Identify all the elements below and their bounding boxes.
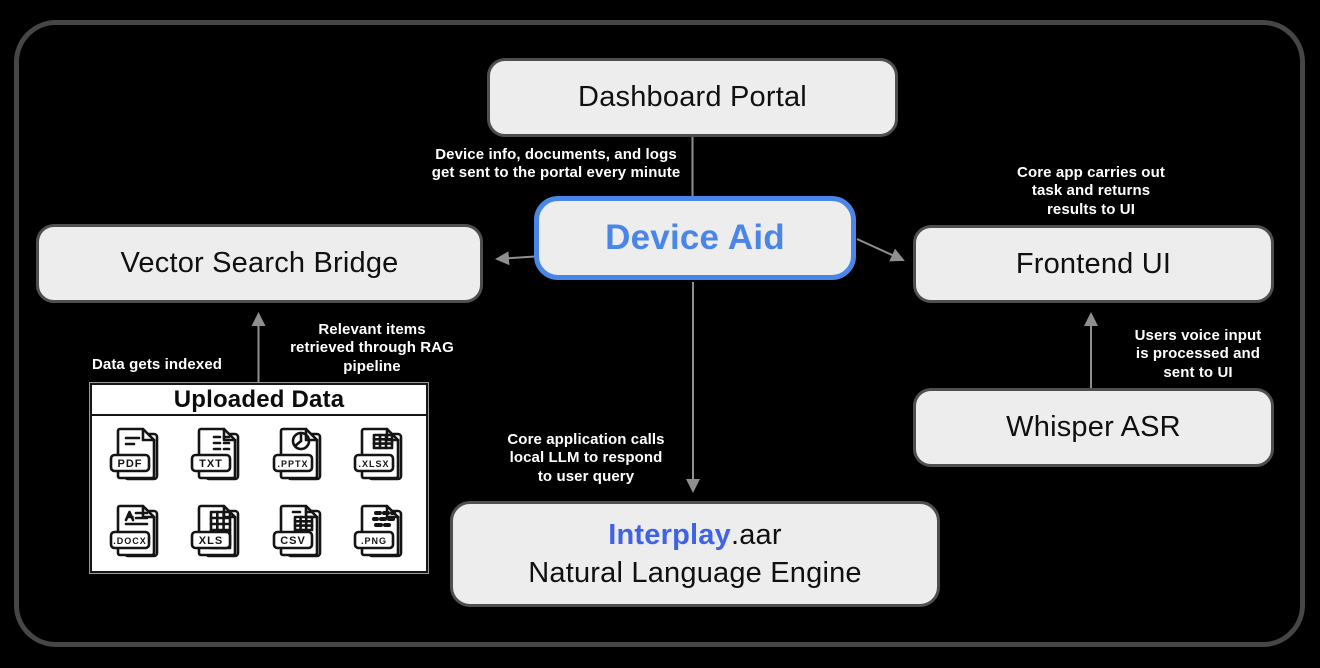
engine-subtitle: Natural Language Engine (528, 557, 862, 589)
node-whisper-asr: Whisper ASR (913, 388, 1274, 467)
node-dashboard-portal: Dashboard Portal (487, 58, 898, 137)
edge-label-llm-call: Core application calls local LLM to resp… (507, 431, 665, 485)
edge-label-core-app-results: Core app carries out task and returns re… (1017, 164, 1165, 218)
svg-text:.DOCX: .DOCX (113, 536, 147, 546)
file-type-icon-docx: .DOCX (103, 498, 171, 566)
engine-brand: Interplay (608, 518, 731, 551)
file-type-icon-xls: XLS (184, 498, 252, 566)
svg-text:TXT: TXT (199, 458, 223, 470)
svg-text:.PNG: .PNG (361, 536, 387, 546)
file-type-grid: PDF TXT .PPTX .XLSX .DOCX XLS CSV .PNG (92, 416, 426, 571)
file-type-icon-png: .PNG (347, 498, 415, 566)
node-label: Device Aid (605, 218, 785, 257)
file-type-icon-txt: TXT (184, 421, 252, 489)
edge-label-portal-sync: Device info, documents, and logs get sen… (431, 146, 681, 182)
svg-text:XLS: XLS (199, 535, 223, 547)
file-type-icon-csv: CSV (266, 498, 334, 566)
node-label: Frontend UI (1015, 247, 1172, 280)
file-type-icon-xlsx: .XLSX (347, 421, 415, 489)
node-frontend-ui: Frontend UI (913, 225, 1274, 303)
node-vector-search-bridge: Vector Search Bridge (36, 224, 483, 303)
node-label: Dashboard Portal (578, 81, 807, 113)
node-label: Vector Search Bridge (120, 247, 399, 279)
uploaded-data-table: Uploaded Data PDF TXT .PPTX .XLSX .DOCX XLS CS… (90, 383, 428, 573)
svg-text:CSV: CSV (280, 535, 306, 547)
node-device-aid: Device Aid (534, 196, 856, 280)
canvas-border (14, 20, 1305, 647)
svg-text:PDF: PDF (117, 458, 142, 470)
uploaded-data-title: Uploaded Data (92, 385, 426, 416)
edge-label-voice-input: Users voice input is processed and sent … (1134, 327, 1262, 381)
edge-label-rag-pipeline: Relevant items retrieved through RAG pip… (290, 321, 454, 375)
engine-suffix: .aar (730, 518, 782, 551)
engine-title: Interplay.aar (608, 516, 781, 554)
file-type-icon-pdf: PDF (103, 421, 171, 489)
node-label: Whisper ASR (1006, 411, 1181, 443)
node-natural-language-engine: Interplay.aar Natural Language Engine (450, 501, 940, 607)
svg-text:.XLSX: .XLSX (359, 459, 390, 469)
file-type-icon-pptx: .PPTX (266, 421, 334, 489)
edge-label-data-indexed: Data gets indexed (91, 356, 223, 373)
svg-text:.PPTX: .PPTX (277, 459, 308, 469)
